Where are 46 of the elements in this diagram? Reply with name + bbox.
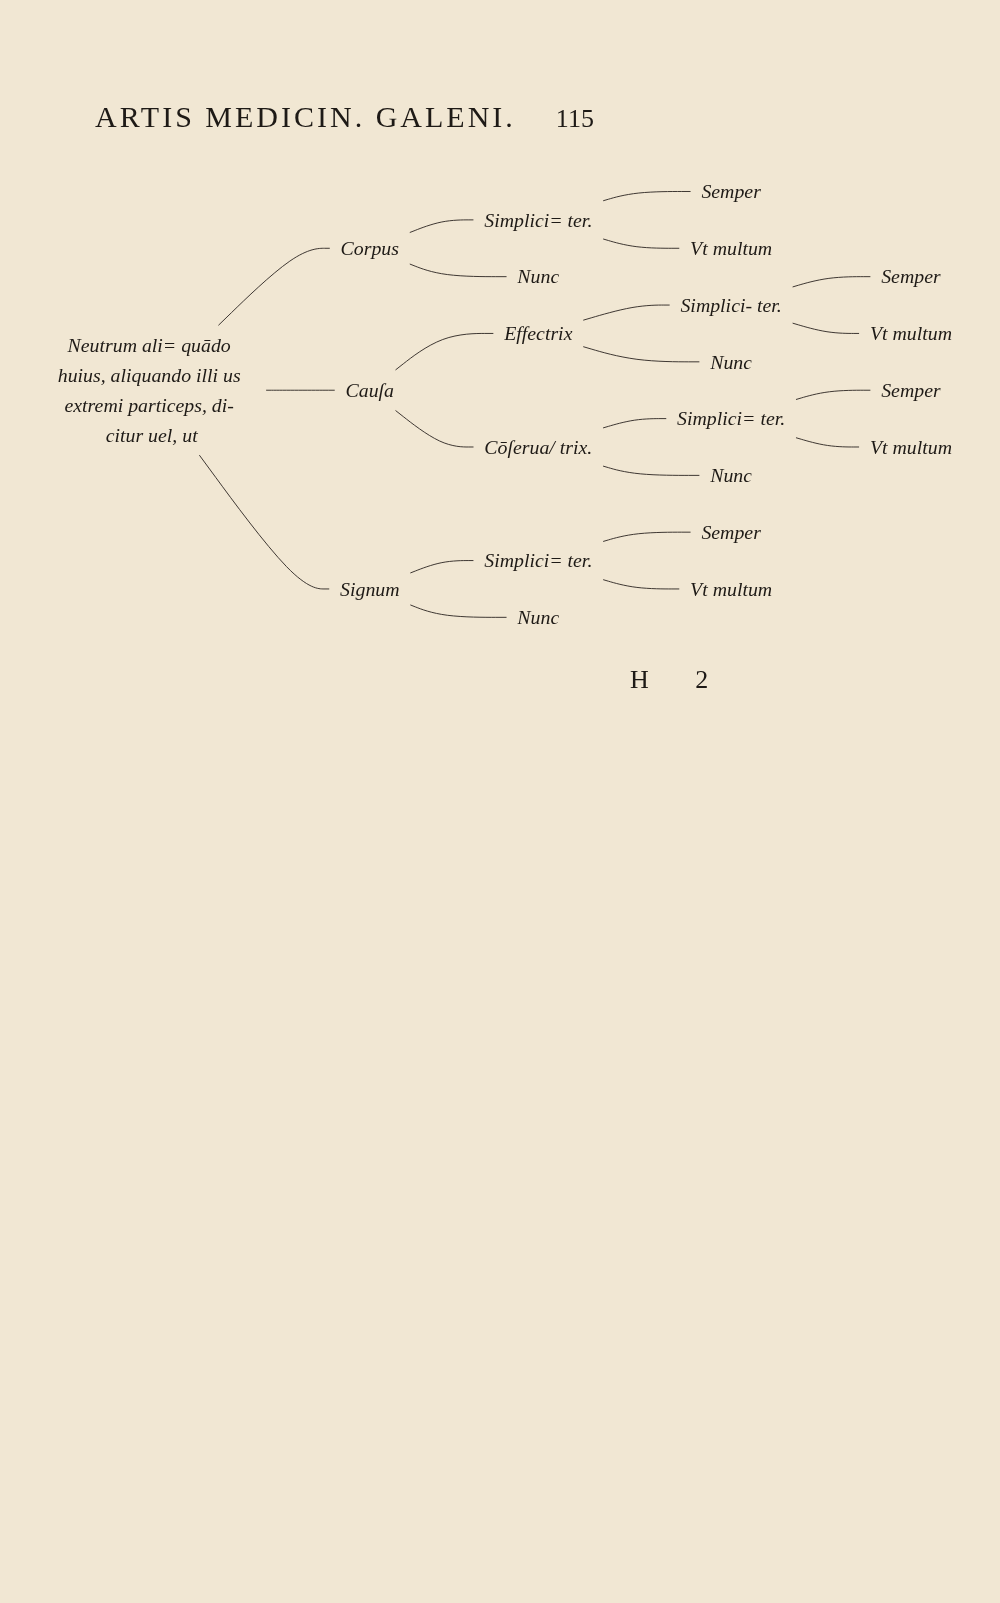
- connector-line: [217, 247, 331, 326]
- term-label: Vt multum: [690, 577, 773, 601]
- term-label: Cauſa: [345, 378, 394, 402]
- connector-line: [395, 333, 494, 371]
- connector-line: [409, 263, 507, 278]
- connector-line: [265, 389, 336, 391]
- term-label: Corpus: [340, 237, 399, 260]
- term-label: Nunc: [710, 464, 753, 487]
- term-label: Simplici- ter.: [680, 293, 782, 317]
- connector-line: [602, 191, 692, 202]
- term-label: Nunc: [710, 350, 753, 374]
- term-label: Simplici= ter.: [677, 407, 786, 430]
- connector-line: [792, 322, 860, 334]
- connector-line: [602, 418, 667, 429]
- term-label: Simplici= ter.: [484, 549, 593, 572]
- connector-line: [395, 410, 474, 448]
- term-label: Vt multum: [869, 322, 952, 345]
- term-label: Vt multum: [869, 435, 952, 459]
- signature-mark: H 2: [630, 664, 729, 694]
- connector-line: [409, 560, 474, 574]
- page-number: 115: [555, 104, 594, 134]
- term-label: Signum: [340, 577, 400, 601]
- connector-line: [795, 389, 871, 400]
- connector-line: [792, 276, 871, 288]
- term-label: Cōſerua/ trix.: [484, 435, 593, 459]
- connector-line: [602, 579, 680, 590]
- term-label: Effectrix: [504, 322, 573, 345]
- term-label: Semper: [701, 180, 761, 203]
- connector-line: [795, 437, 860, 448]
- connector-line: [602, 238, 680, 249]
- connector-line: [582, 304, 671, 321]
- term-label: Nunc: [517, 265, 560, 288]
- connector-line: [602, 531, 692, 542]
- running-head: ARTIS MEDICIN. GALENI.: [95, 100, 516, 134]
- term-label: Nunc: [517, 606, 560, 629]
- term-label: Simplici= ter.: [484, 208, 593, 232]
- term-label: Semper: [881, 378, 941, 402]
- term-label: Semper: [881, 265, 941, 288]
- connector-line: [198, 454, 330, 590]
- connector-line: [602, 465, 700, 476]
- term-label: Vt multum: [690, 237, 773, 260]
- term-label: Semper: [701, 520, 761, 544]
- connector-line: [409, 604, 507, 618]
- connector-line: [409, 219, 474, 233]
- term-label: Neutrum ali= quādo huius, aliquando illi us extremi particeps, di- citur uel, ut: [57, 334, 241, 447]
- connector-line: [582, 346, 700, 363]
